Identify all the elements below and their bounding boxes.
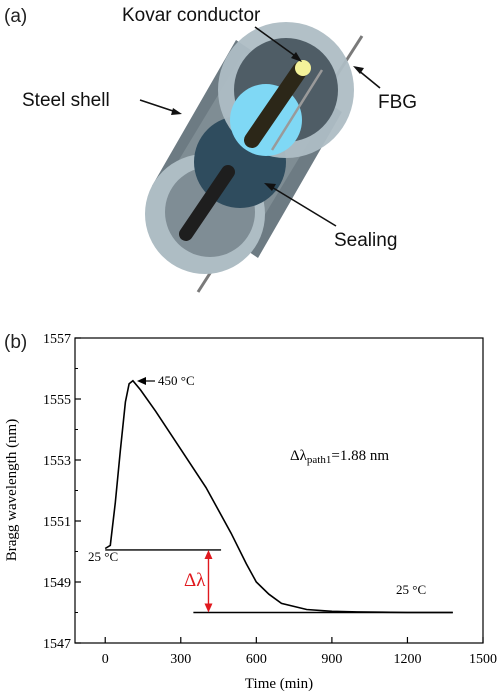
y-ticks: 1547 1549 1551 1553 1555 1557 xyxy=(43,332,81,652)
y-tick-label: 1547 xyxy=(43,637,71,652)
delta-path1-value: =1.88 nm xyxy=(331,448,389,464)
annotation-delta-lambda: Δλ xyxy=(184,570,206,591)
x-tick-label: 300 xyxy=(170,652,191,667)
x-tick-label: 1200 xyxy=(393,652,421,667)
delta-path1-subscript: path1 xyxy=(307,454,331,466)
delta-path1-main: Δλ xyxy=(290,448,308,464)
callout-kovar-label: Kovar conductor xyxy=(122,5,261,26)
annotation-peak-arrowhead xyxy=(137,377,146,385)
panel-a-label: (a) xyxy=(4,6,27,27)
kovar-conductor-lower xyxy=(179,165,235,241)
x-axis-label: Time (min) xyxy=(245,676,313,692)
callout-steel-arrowhead xyxy=(171,108,182,115)
x-tick-label: 600 xyxy=(246,652,267,667)
delta-lambda-arrowhead-bottom xyxy=(204,603,213,613)
x-tick-label: 1500 xyxy=(469,652,497,667)
delta-lambda-arrowhead-top xyxy=(204,549,213,559)
callout-sealing-arrowhead xyxy=(264,183,276,191)
callout-fbg-label: FBG xyxy=(378,92,417,113)
delta-lambda-arrow xyxy=(204,549,213,613)
x-ticks: 0 300 600 900 1200 1500 xyxy=(102,637,497,667)
annotation-peak-temperature: 450 °C xyxy=(158,373,195,388)
callout-fbg-arrow xyxy=(357,69,381,89)
annotation-start-temperature: 25 °C xyxy=(88,549,118,564)
annotation-delta-path1: Δλpath1=1.88 nm xyxy=(290,448,389,466)
annotation-end-temperature: 25 °C xyxy=(396,582,426,597)
panel-b-label: (b) xyxy=(4,332,27,353)
panel-b: (b) Bragg wavelength (nm) Time (min) 0 30… xyxy=(4,332,497,692)
callout-kovar-arrow xyxy=(254,26,299,59)
fbg-fiber-front xyxy=(270,69,324,151)
callout-sealing-label: Sealing xyxy=(334,230,397,251)
x-tick-label: 0 xyxy=(102,652,109,667)
kovar-conductor-upper xyxy=(244,62,308,148)
x-tick-label: 900 xyxy=(321,652,342,667)
y-axis-label: Bragg wavelength (nm) xyxy=(4,419,20,561)
callout-steel-arrow xyxy=(139,99,177,113)
y-tick-label: 1549 xyxy=(43,576,71,591)
panel-a: (a) Kovar conductor Steel shell xyxy=(4,5,417,293)
callout-kovar-arrowhead xyxy=(291,52,302,62)
callout-steel-label: Steel shell xyxy=(22,90,110,111)
bragg-wavelength-curve xyxy=(104,379,453,614)
y-tick-label: 1555 xyxy=(43,393,71,408)
callout-fbg-arrowhead xyxy=(353,66,364,74)
y-tick-label: 1553 xyxy=(43,454,71,469)
y-tick-label: 1557 xyxy=(43,332,71,347)
y-tick-label: 1551 xyxy=(43,515,71,530)
callout-sealing-arrow xyxy=(269,185,337,227)
kovar-conductor-tip xyxy=(295,60,311,76)
